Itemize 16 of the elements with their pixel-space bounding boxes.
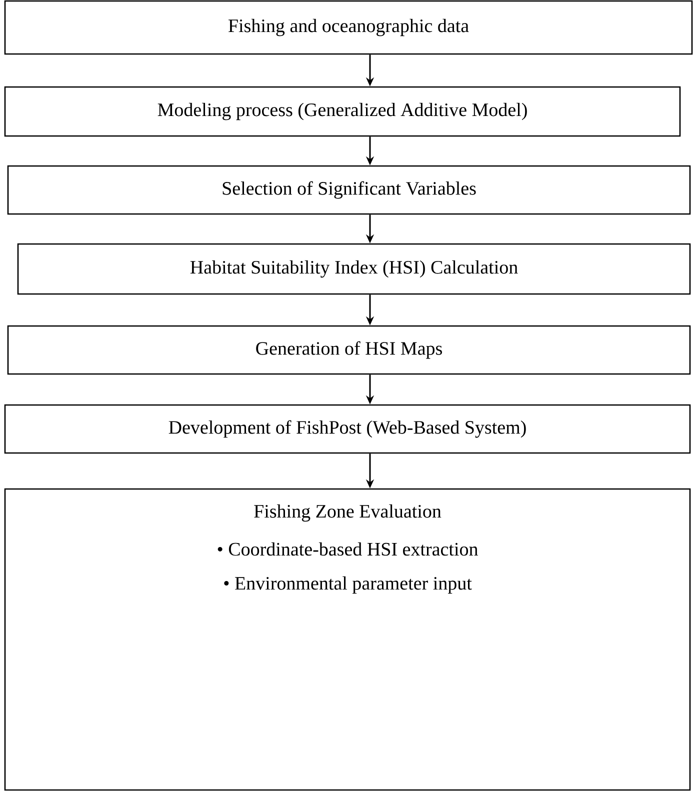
box-text: Habitat Suitability Index (HSI) Calculation	[190, 260, 518, 278]
process-box	[4, 86, 681, 137]
process-box	[7, 325, 691, 375]
box-text: Modeling process (Generalized Additive Model)	[158, 102, 527, 120]
box-text: Development of FishPost (Web-Based System)	[168, 420, 526, 438]
box-text: Fishing Zone Evaluation	[254, 504, 442, 522]
process-box	[4, 404, 691, 454]
box-text: • Coordinate-based HSI extraction	[218, 542, 478, 556]
process-box	[7, 165, 691, 215]
process-box	[4, 488, 691, 791]
process-box	[4, 0, 693, 55]
box-text: Selection of Significant Variables	[222, 181, 476, 199]
box-text: • Environmental parameter input	[224, 576, 472, 594]
process-box	[17, 243, 691, 295]
box-text: Fishing and oceanographic data	[228, 18, 469, 36]
box-text: Generation of HSI Maps	[256, 341, 442, 359]
